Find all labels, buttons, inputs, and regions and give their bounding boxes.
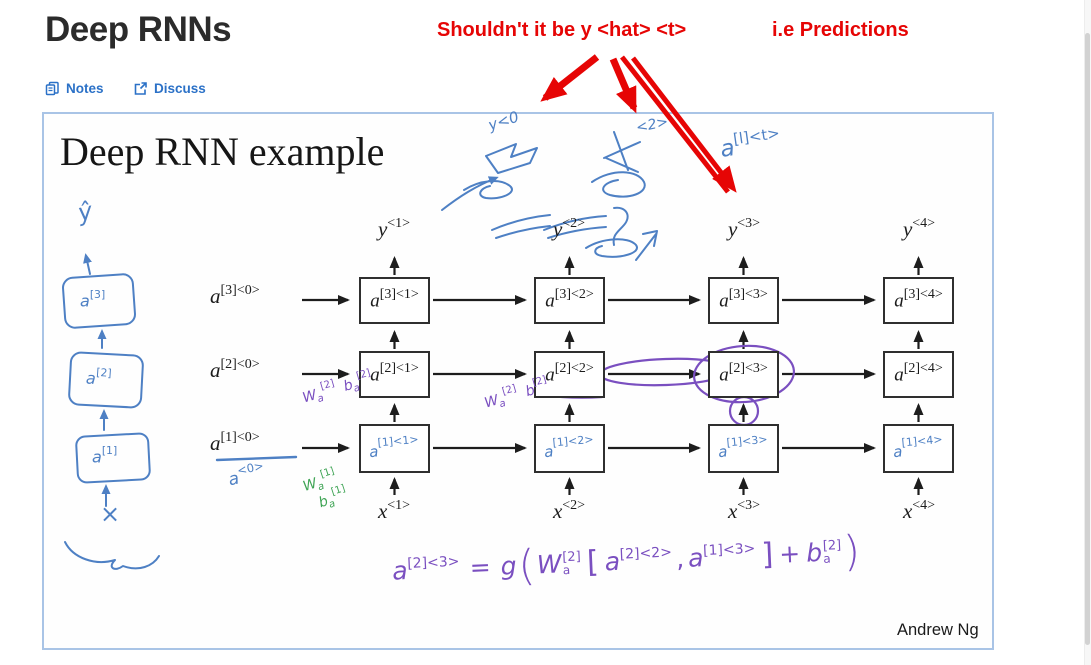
- handwritten-a0-note: a<0>: [226, 458, 265, 491]
- notes-icon: [45, 81, 59, 96]
- cell-a2-t2: a[2]<2>: [534, 351, 605, 398]
- cell-a2-t3: a[2]<3>: [708, 351, 779, 398]
- handwritten-y0-note: y<0: [485, 107, 522, 135]
- input-label-x3: x<3>: [727, 498, 761, 523]
- cell-a2-t1: a[2]<1>: [359, 351, 430, 398]
- cell-a1-t3: a[1]<3>: [708, 424, 779, 473]
- cell-a3-t3: a[3]<3>: [708, 277, 779, 324]
- output-label-y2: y<2>: [552, 216, 586, 241]
- external-link-icon: [134, 82, 147, 95]
- handwritten-formula: a[2]<3> = g ( W[2]a [ a[2]<2> , a[1]<3> …: [391, 526, 861, 591]
- output-label-y3: y<3>: [727, 216, 761, 241]
- init-label-a2-0: a[2]<0>: [210, 357, 260, 382]
- output-label-y4: y<4>: [902, 216, 936, 241]
- sketch-yhat-label: ŷ: [75, 196, 95, 228]
- purple-weights-note-mid: Wa[2] b[2]: [482, 374, 548, 412]
- slide-image: Deep RNN example: [42, 108, 994, 650]
- init-label-a3-0: a[3]<0>: [210, 283, 260, 308]
- discuss-link[interactable]: Discuss: [133, 81, 206, 96]
- discuss-label: Discuss: [154, 81, 206, 96]
- cell-a3-t4: a[3]<4>: [883, 277, 954, 324]
- scrollbar-thumb[interactable]: [1085, 33, 1090, 645]
- page-title: Deep RNNs: [45, 10, 232, 49]
- cell-a1-t1: a[1]<1>: [359, 424, 430, 473]
- green-weights-note: Wa[1] ba[1]: [300, 465, 347, 511]
- notes-link[interactable]: Notes: [45, 81, 104, 96]
- output-label-y1: y<1>: [377, 216, 411, 241]
- cell-a3-t1: a[3]<1>: [359, 277, 430, 324]
- cell-a3-t2: a[3]<2>: [534, 277, 605, 324]
- cell-a1-t4: a[1]<4>: [883, 424, 954, 473]
- annotation-question-text: Shouldn't it be y <hat> <t>: [437, 19, 687, 41]
- sketch-x-label: ×: [100, 500, 121, 528]
- input-label-x4: x<4>: [902, 498, 936, 523]
- handwritten-t2-note: <2>: [634, 113, 670, 137]
- handwritten-a-l-t-note: a[l]<t>: [718, 123, 781, 163]
- purple-weights-note-left: Wa[2] ba[2]: [300, 367, 372, 407]
- cell-a1-t2: a[1]<2>: [534, 424, 605, 473]
- notes-label: Notes: [66, 81, 104, 96]
- input-label-x1: x<1>: [377, 498, 411, 523]
- sketch-a1-label: a[1]: [92, 444, 118, 467]
- input-label-x2: x<2>: [552, 498, 586, 523]
- annotation-note-text: i.e Predictions: [772, 19, 909, 41]
- sketch-a3-label: a[3]: [80, 288, 106, 311]
- cell-a2-t4: a[2]<4>: [883, 351, 954, 398]
- vertical-connectors: [389, 256, 924, 495]
- init-label-a1-0: a[1]<0>: [210, 430, 260, 455]
- slide-title: Deep RNN example: [60, 129, 385, 174]
- slide-credit: Andrew Ng: [897, 621, 979, 639]
- sketch-a2-label: a[2]: [85, 365, 113, 389]
